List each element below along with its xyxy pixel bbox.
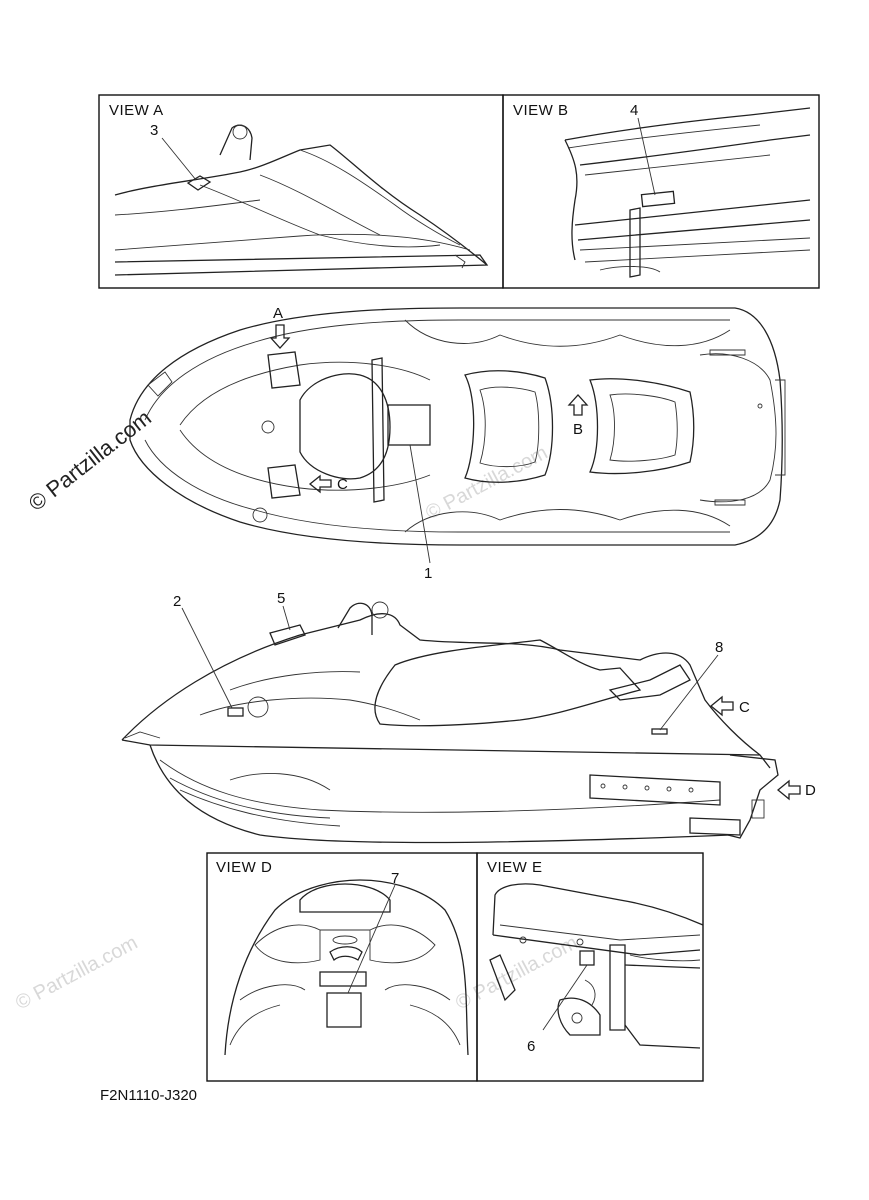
arrow-d-label: D [805, 782, 816, 799]
callout-8: 8 [715, 639, 723, 656]
arrow-b-label: B [573, 421, 583, 438]
arrow-a [269, 324, 291, 349]
diagram-code: F2N1110-J320 [100, 1087, 197, 1104]
watermark-main: © Partzilla.com [24, 405, 156, 516]
label-1-outline [387, 404, 431, 446]
view-d-drawing: 7 [224, 870, 469, 1056]
arrow-b [567, 394, 589, 416]
arrow-c-top [308, 474, 332, 494]
callout-7: 7 [391, 870, 399, 887]
view-e-title: VIEW E [487, 859, 543, 876]
watermark-faint: © Partzilla.com [12, 932, 141, 1015]
callout-1: 1 [424, 565, 432, 582]
arrow-d [776, 779, 801, 801]
label-7-outline [326, 992, 362, 1028]
callout-3: 3 [150, 122, 158, 139]
view-e-frame [476, 852, 704, 1082]
label-6-outline [579, 950, 595, 966]
callout-2: 2 [173, 593, 181, 610]
callout-5: 5 [277, 590, 285, 607]
view-a-title: VIEW A [109, 102, 164, 119]
view-b-drawing: 4 [564, 102, 811, 278]
view-d-title: VIEW D [216, 859, 272, 876]
arrow-c-top-label: C [337, 476, 348, 493]
view-a-drawing: 3 [114, 122, 489, 276]
view-b-frame [502, 94, 820, 289]
arrow-c-side [709, 695, 734, 717]
view-d-frame [206, 852, 478, 1082]
callout-6: 6 [527, 1038, 535, 1055]
callout-4: 4 [630, 102, 638, 119]
arrow-c-side-label: C [739, 699, 750, 716]
faint-watermarks: © Partzilla.com © Partzilla.com © Partzi… [12, 442, 581, 1015]
view-b-title: VIEW B [513, 102, 569, 119]
arrow-a-label: A [273, 305, 283, 322]
top-view-drawing: A B C 1 [129, 305, 786, 582]
view-e-drawing: 6 [489, 883, 704, 1055]
side-view-drawing: 2 5 8 C D [121, 590, 816, 844]
